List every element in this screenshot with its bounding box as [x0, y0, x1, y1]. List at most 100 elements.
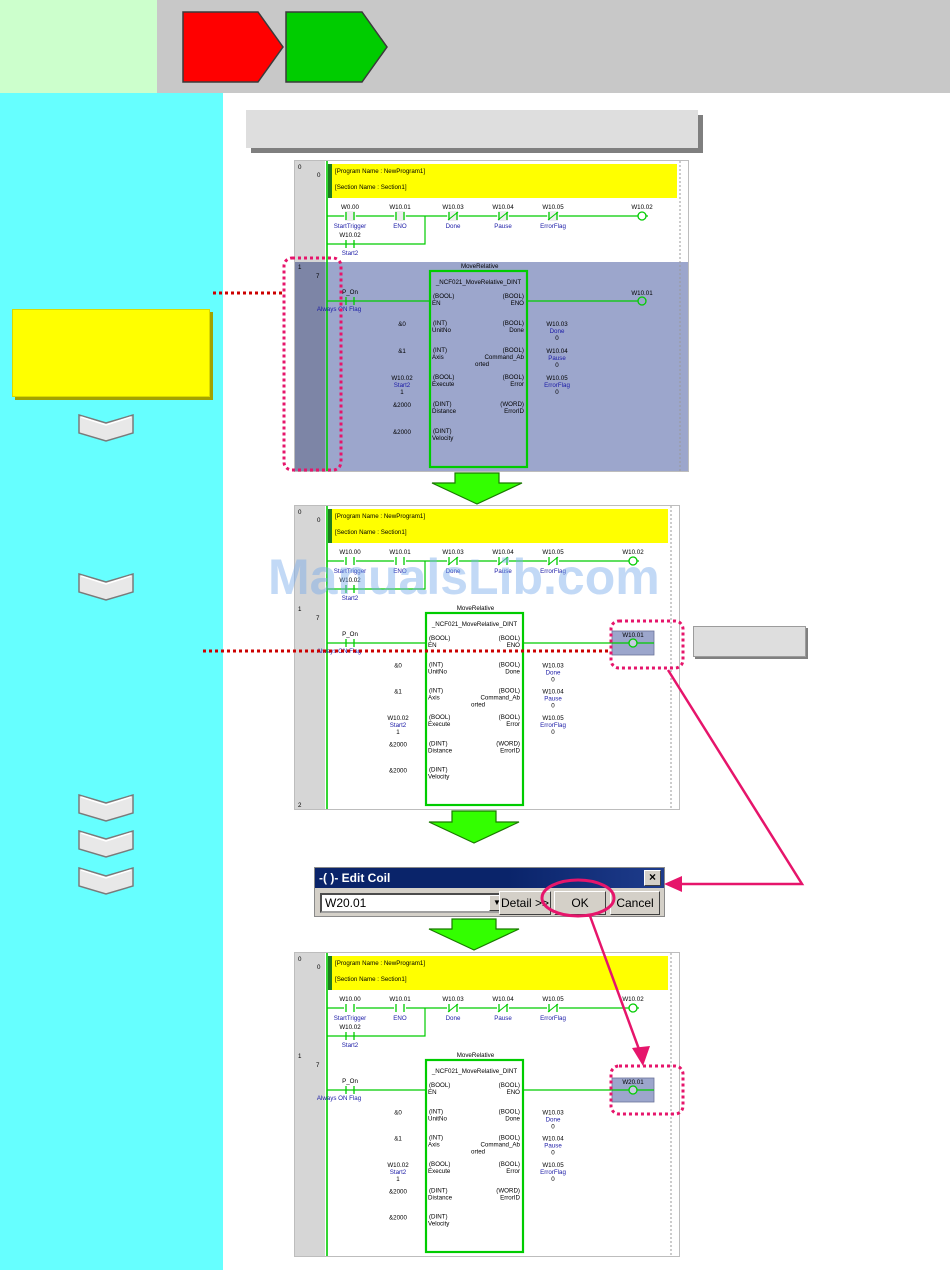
fb-input-name: EN [428, 1089, 437, 1096]
function-block[interactable] [424, 611, 525, 807]
rung-comment [328, 164, 677, 198]
fb-output-value: W10.04 [546, 348, 568, 355]
fb-input-extra: 1 [396, 729, 400, 736]
coil-address-value[interactable]: W20.01 [325, 896, 367, 910]
step-chevron-3 [78, 793, 134, 822]
function-block[interactable] [428, 269, 529, 469]
coil-address-combobox[interactable]: W20.01 ▼ [320, 893, 507, 913]
callout-arrow-to-dialog [666, 669, 805, 886]
fb-input-type: (DINT) [429, 1187, 448, 1194]
fb-input-type: (DINT) [429, 767, 448, 774]
coil-1[interactable] [628, 638, 638, 648]
contact-address: W10.00 [339, 549, 361, 556]
rung-number: 1 [298, 1053, 302, 1060]
fb-input-name: EN [432, 300, 441, 307]
step-chevron-2 [78, 572, 134, 601]
fb-input-value: &0 [394, 1109, 402, 1116]
cancel-button[interactable]: Cancel [610, 891, 660, 915]
ok-button[interactable]: OK [554, 891, 606, 915]
contact-1[interactable] [395, 557, 405, 565]
contact-3[interactable] [497, 211, 509, 221]
contact-4[interactable] [547, 1003, 559, 1013]
contact-0[interactable] [345, 212, 355, 220]
contact-address: W10.02 [339, 1024, 361, 1031]
coil-1[interactable] [628, 1085, 638, 1095]
fb-input-name: Distance [432, 408, 457, 415]
fb-output-type: (BOOL) [503, 293, 524, 300]
fb-input-extra: 1 [396, 1176, 400, 1183]
section-name: [Section Name : Section1] [335, 184, 407, 191]
section-name: [Section Name : Section1] [335, 529, 407, 536]
contact-1[interactable] [395, 1004, 405, 1012]
down-arrow-2 [428, 810, 520, 844]
close-icon[interactable]: × [644, 870, 661, 886]
coil-0[interactable] [628, 556, 638, 566]
fb-output-value: W10.03 [546, 321, 568, 328]
contact-4[interactable] [547, 556, 559, 566]
rung-number: 1 [298, 606, 302, 613]
coil-address: W10.02 [622, 996, 644, 1003]
detail-button[interactable]: Detail >> [499, 891, 551, 915]
contact-address: W10.03 [442, 204, 464, 211]
contact-0[interactable] [345, 1004, 355, 1012]
fb-output-name: ENO [507, 1089, 521, 1096]
fb-input-name: UnitNo [432, 327, 451, 334]
en-contact[interactable] [345, 639, 355, 647]
contact-label: Pause [494, 568, 512, 575]
fb-output-extra: 0 [551, 703, 555, 710]
fb-input-value: &2000 [389, 741, 407, 748]
fb-input-name: Velocity [428, 1221, 450, 1228]
contact-0[interactable] [345, 557, 355, 565]
fb-input-type: (INT) [429, 688, 443, 695]
section-name: [Section Name : Section1] [335, 976, 407, 983]
fb-output-label: Pause [544, 696, 562, 703]
fb-input-type: (BOOL) [433, 293, 454, 300]
contact-address: P_On [342, 631, 358, 638]
fb-output-extra: 0 [551, 1123, 555, 1130]
contact-label: ErrorFlag [540, 568, 566, 575]
fb-input-type: (INT) [429, 1135, 443, 1142]
contact-label: Always ON Flag [317, 1095, 362, 1102]
fb-output-extra: 0 [555, 389, 559, 396]
fb-output-type: (BOOL) [503, 374, 524, 381]
contact-3[interactable] [497, 556, 509, 566]
fb-input-value: &1 [394, 689, 402, 696]
branch-contact[interactable] [345, 240, 355, 248]
branch-contact[interactable] [345, 585, 355, 593]
fb-output-type: (BOOL) [499, 1161, 520, 1168]
fb-input-type: (DINT) [429, 1214, 448, 1221]
function-block[interactable] [424, 1058, 525, 1254]
contact-label: StartTrigger [334, 1015, 366, 1022]
fb-input-type: (BOOL) [429, 1082, 450, 1089]
fb-input-name: Execute [432, 381, 455, 388]
fb-output-type: (BOOL) [499, 661, 520, 668]
branch-contact[interactable] [345, 1032, 355, 1040]
contact-3[interactable] [497, 1003, 509, 1013]
coil-1[interactable] [637, 296, 647, 306]
contact-1[interactable] [395, 212, 405, 220]
rung-margin [295, 953, 325, 1256]
rung-step: 0 [317, 172, 321, 179]
en-contact[interactable] [345, 1086, 355, 1094]
fb-output-extra: 0 [551, 1176, 555, 1183]
contact-label: ENO [393, 223, 407, 230]
rung-step: 7 [316, 1062, 320, 1069]
contact-label: StartTrigger [334, 223, 366, 230]
contact-label: ErrorFlag [540, 223, 566, 230]
contact-4[interactable] [547, 211, 559, 221]
coil-0[interactable] [628, 1003, 638, 1013]
en-contact[interactable] [345, 297, 355, 305]
coil-0[interactable] [637, 211, 647, 221]
contact-2[interactable] [447, 556, 459, 566]
branch-wire [327, 561, 426, 590]
program-name: [Program Name : NewProgram1] [335, 168, 425, 175]
step-chevron-5 [78, 866, 134, 895]
contact-2[interactable] [447, 1003, 459, 1013]
fb-type: _NCF021_MoveRelative_DINT [431, 1068, 518, 1075]
fb-output-extra: 0 [555, 335, 559, 342]
fb-output-label: Done [546, 1116, 561, 1123]
contact-2[interactable] [447, 211, 459, 221]
